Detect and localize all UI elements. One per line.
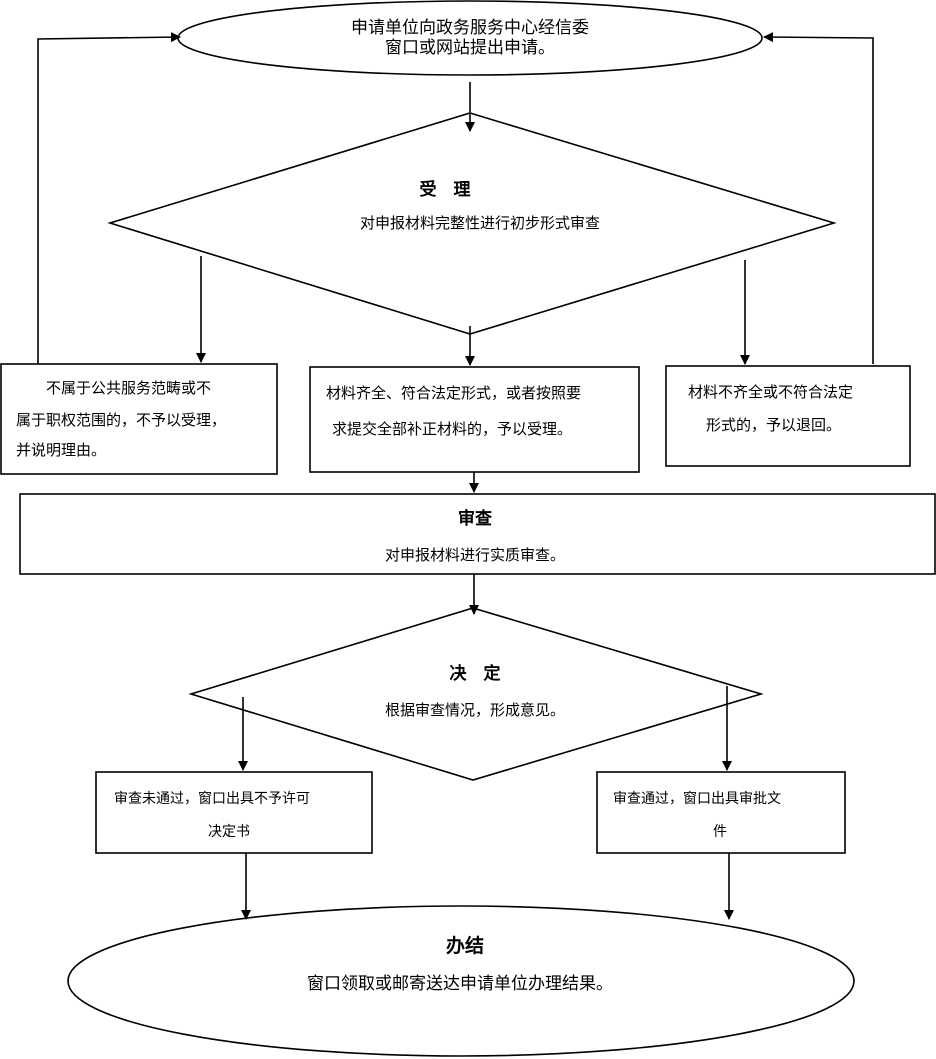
reject-scope-box: [0, 363, 278, 475]
accepted-line1: 材料齐全、符合法定形式，或者按照要: [326, 384, 582, 402]
passed-line1: 审查通过，窗口出具审批文: [613, 791, 781, 807]
returned-box: [665, 365, 911, 467]
passed-line2: 件: [713, 824, 727, 840]
returned-line2: 形式的，予以退回。: [706, 416, 842, 434]
arrow-reject-back-to-start: [37, 32, 181, 364]
reject-scope-line2: 属于职权范围的，不予以受理，: [16, 411, 227, 429]
decision-desc: 根据审查情况，形成意见。: [384, 701, 565, 719]
decision-diamond: [188, 607, 764, 781]
passed-box: [596, 771, 846, 854]
arrow-returned-back-to-start: [763, 32, 874, 364]
accepted-line2: 求提交全部补正材料的，予以受理。: [332, 420, 573, 438]
review-desc: 对申报材料进行实质审查。: [384, 546, 565, 564]
accept-title: 受 理: [419, 180, 471, 200]
decision-title: 决 定: [449, 664, 501, 684]
returned-line1: 材料不齐全或不符合法定: [688, 383, 854, 401]
not-passed-box: [95, 771, 373, 854]
review-title: 审查: [458, 509, 492, 529]
reject-scope-line1: 不属于公共服务范畴或不: [16, 379, 212, 397]
accept-desc: 对申报材料完整性进行初步形式审查: [359, 214, 600, 232]
start-line1: 申请单位向政务服务中心经信委: [351, 18, 589, 38]
finish-desc: 窗口领取或邮寄送达申请单位办理结果。: [307, 974, 613, 994]
start-line2: 窗口或网站提出申请。: [385, 38, 555, 58]
review-box: [19, 493, 936, 575]
finish-title: 办结: [445, 935, 484, 957]
finish-node: [67, 905, 855, 1057]
not-passed-line2: 决定书: [208, 824, 250, 840]
reject-scope-line3: 并说明理由。: [16, 441, 107, 459]
not-passed-line1: 审查未通过，窗口出具不予许可: [114, 791, 310, 807]
